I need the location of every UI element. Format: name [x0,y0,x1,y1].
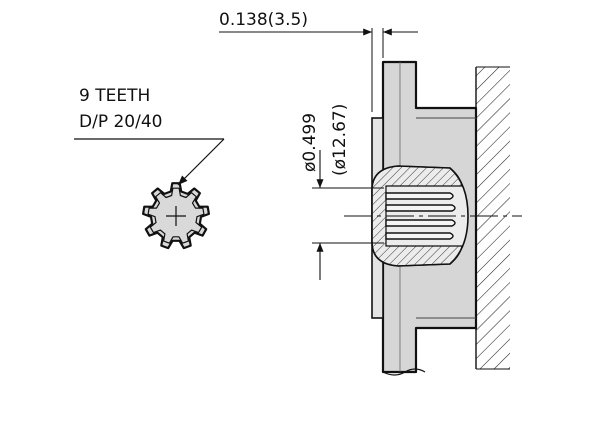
diameter-inch-label: ø0.499 [300,113,320,172]
housing-section [475,66,510,370]
spline-callout-leader [74,138,225,186]
teeth-count-label: 9 TEETH [79,86,150,106]
face-offset-dimension [219,28,418,112]
diameter-mm-label: (ø12.67) [330,104,350,176]
face-offset-label: 0.138(3.5) [219,10,308,30]
diametral-pitch-label: D/P 20/40 [79,112,162,132]
diameter-dimension [312,150,384,280]
spline-end-view [142,182,210,250]
